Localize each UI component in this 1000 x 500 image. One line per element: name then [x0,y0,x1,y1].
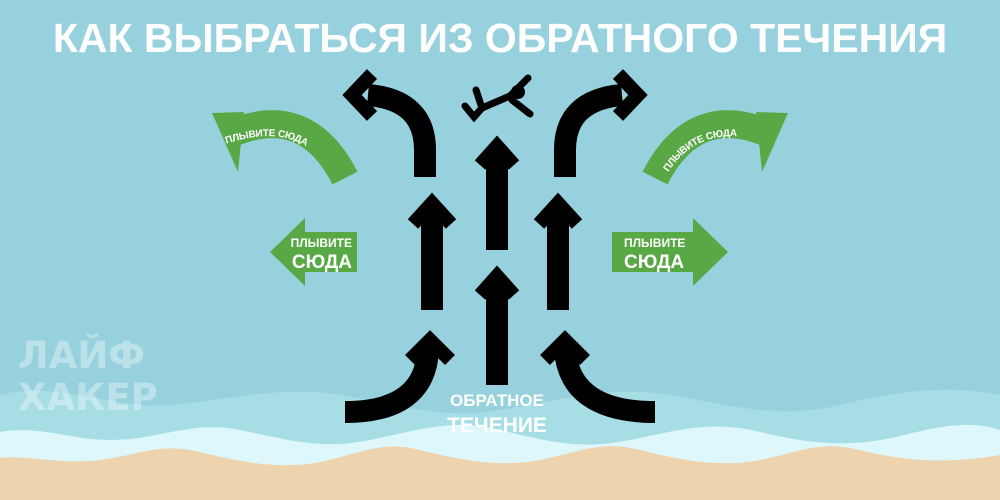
arrow-up-center-top [474,135,520,250]
swim-here-right-arrow: ПЛЫВИТЕ СЮДА [612,218,728,286]
swim-here-right-line2: СЮДА [624,252,684,273]
swim-here-left-line2: СЮДА [292,252,352,273]
page-title: КАК ВЫБРАТЬСЯ ИЗ ОБРАТНОГО ТЕЧЕНИЯ [53,15,947,61]
arrow-up-left [407,192,457,310]
current-arrows [342,69,656,423]
swim-here-left-line1: ПЛЫВИТЕ [291,236,352,250]
arrow-curve-bottom-left [344,330,455,423]
arrow-curve-top-right [554,69,648,177]
current-label-line1: ОБРАТНОЕ [450,391,544,410]
arrow-curve-bottom-right [540,330,656,423]
arrow-up-center-bottom [474,265,520,385]
swimmer-icon [461,74,534,123]
current-label-line2: ТЕЧЕНИЕ [447,414,547,437]
arrow-curve-top-left [342,69,436,177]
arrow-up-right [533,192,583,310]
sand [0,446,1000,500]
swim-here-curved-right-arrow: ПЛЫВИТЕ СЮДА [642,110,788,185]
watermark-line2: ХАКЕР [18,376,158,419]
swim-here-curved-left-arrow: ПЛЫВИТЕ СЮДА [212,110,358,185]
swim-here-left-arrow: ПЛЫВИТЕ СЮДА [270,218,357,286]
swim-here-right-line1: ПЛЫВИТЕ [624,236,685,250]
watermark-line1: ЛАЙФ [18,333,145,377]
